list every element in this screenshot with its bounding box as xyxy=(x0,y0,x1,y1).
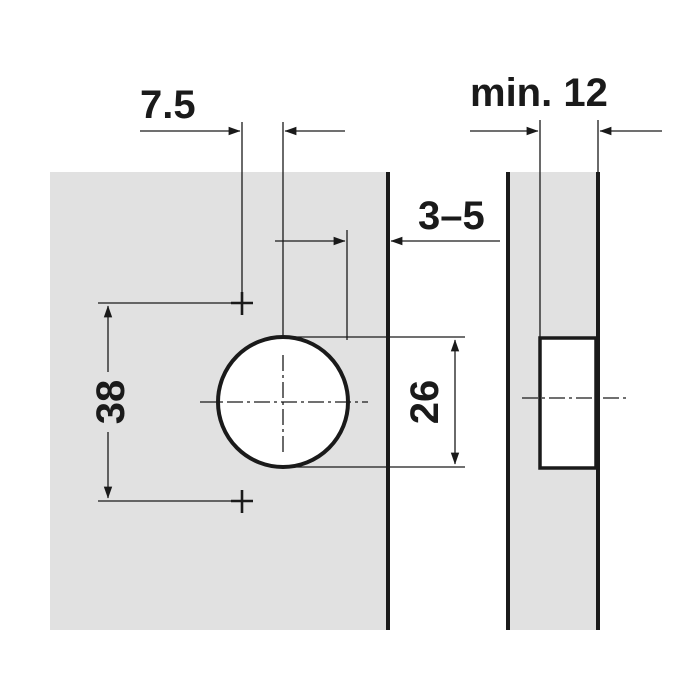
dimension-label-overlay-gap: 3–5 xyxy=(418,194,485,238)
mounting-plate-body xyxy=(538,336,598,470)
dimension-min-thickness: min. 12 xyxy=(470,71,662,338)
dimension-label-top-offset: 7.5 xyxy=(140,83,196,127)
dimension-top-offset: 7.5 xyxy=(140,83,345,338)
dimension-hole-spacing: 38 xyxy=(89,302,231,502)
dimension-overlay-gap: 3–5 xyxy=(275,194,500,340)
dimension-label-hole-spacing: 38 xyxy=(89,380,133,425)
screw-mark-bottom xyxy=(231,490,253,513)
mounting-plate xyxy=(522,336,628,470)
dimension-label-min-thickness: min. 12 xyxy=(470,71,608,115)
dimension-label-cup-diameter: 26 xyxy=(403,380,447,425)
dimension-cup-diameter: 26 xyxy=(283,336,465,468)
screw-mark-top xyxy=(231,292,253,315)
